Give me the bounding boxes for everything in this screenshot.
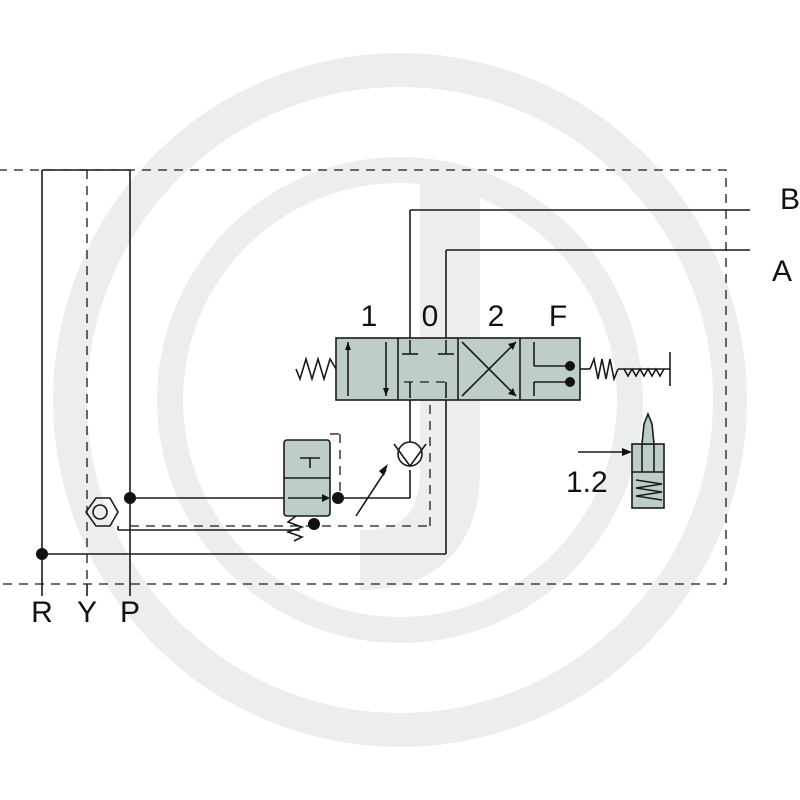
port-label-b: B	[780, 183, 800, 216]
port-label-a: A	[772, 255, 792, 288]
position-label-f: F	[549, 300, 567, 333]
shuttle-valve	[85, 400, 431, 531]
return-line	[36, 400, 447, 560]
reducing-valve	[283, 433, 344, 542]
detail-component	[578, 411, 665, 509]
work-lines	[409, 209, 750, 338]
position-label-2: 2	[488, 300, 505, 333]
port-label-p: P	[120, 596, 140, 629]
check-valve-line	[338, 400, 427, 517]
pressure-line	[124, 492, 284, 504]
position-label-1: 1	[361, 300, 378, 333]
port-lines	[41, 169, 131, 596]
position-label-0: 0	[422, 300, 439, 333]
port-label-y: Y	[77, 596, 97, 629]
port-label-r: R	[31, 596, 53, 629]
system-boundary	[0, 169, 727, 585]
directional-valve	[295, 337, 671, 401]
detail-label: 1.2	[566, 466, 608, 499]
